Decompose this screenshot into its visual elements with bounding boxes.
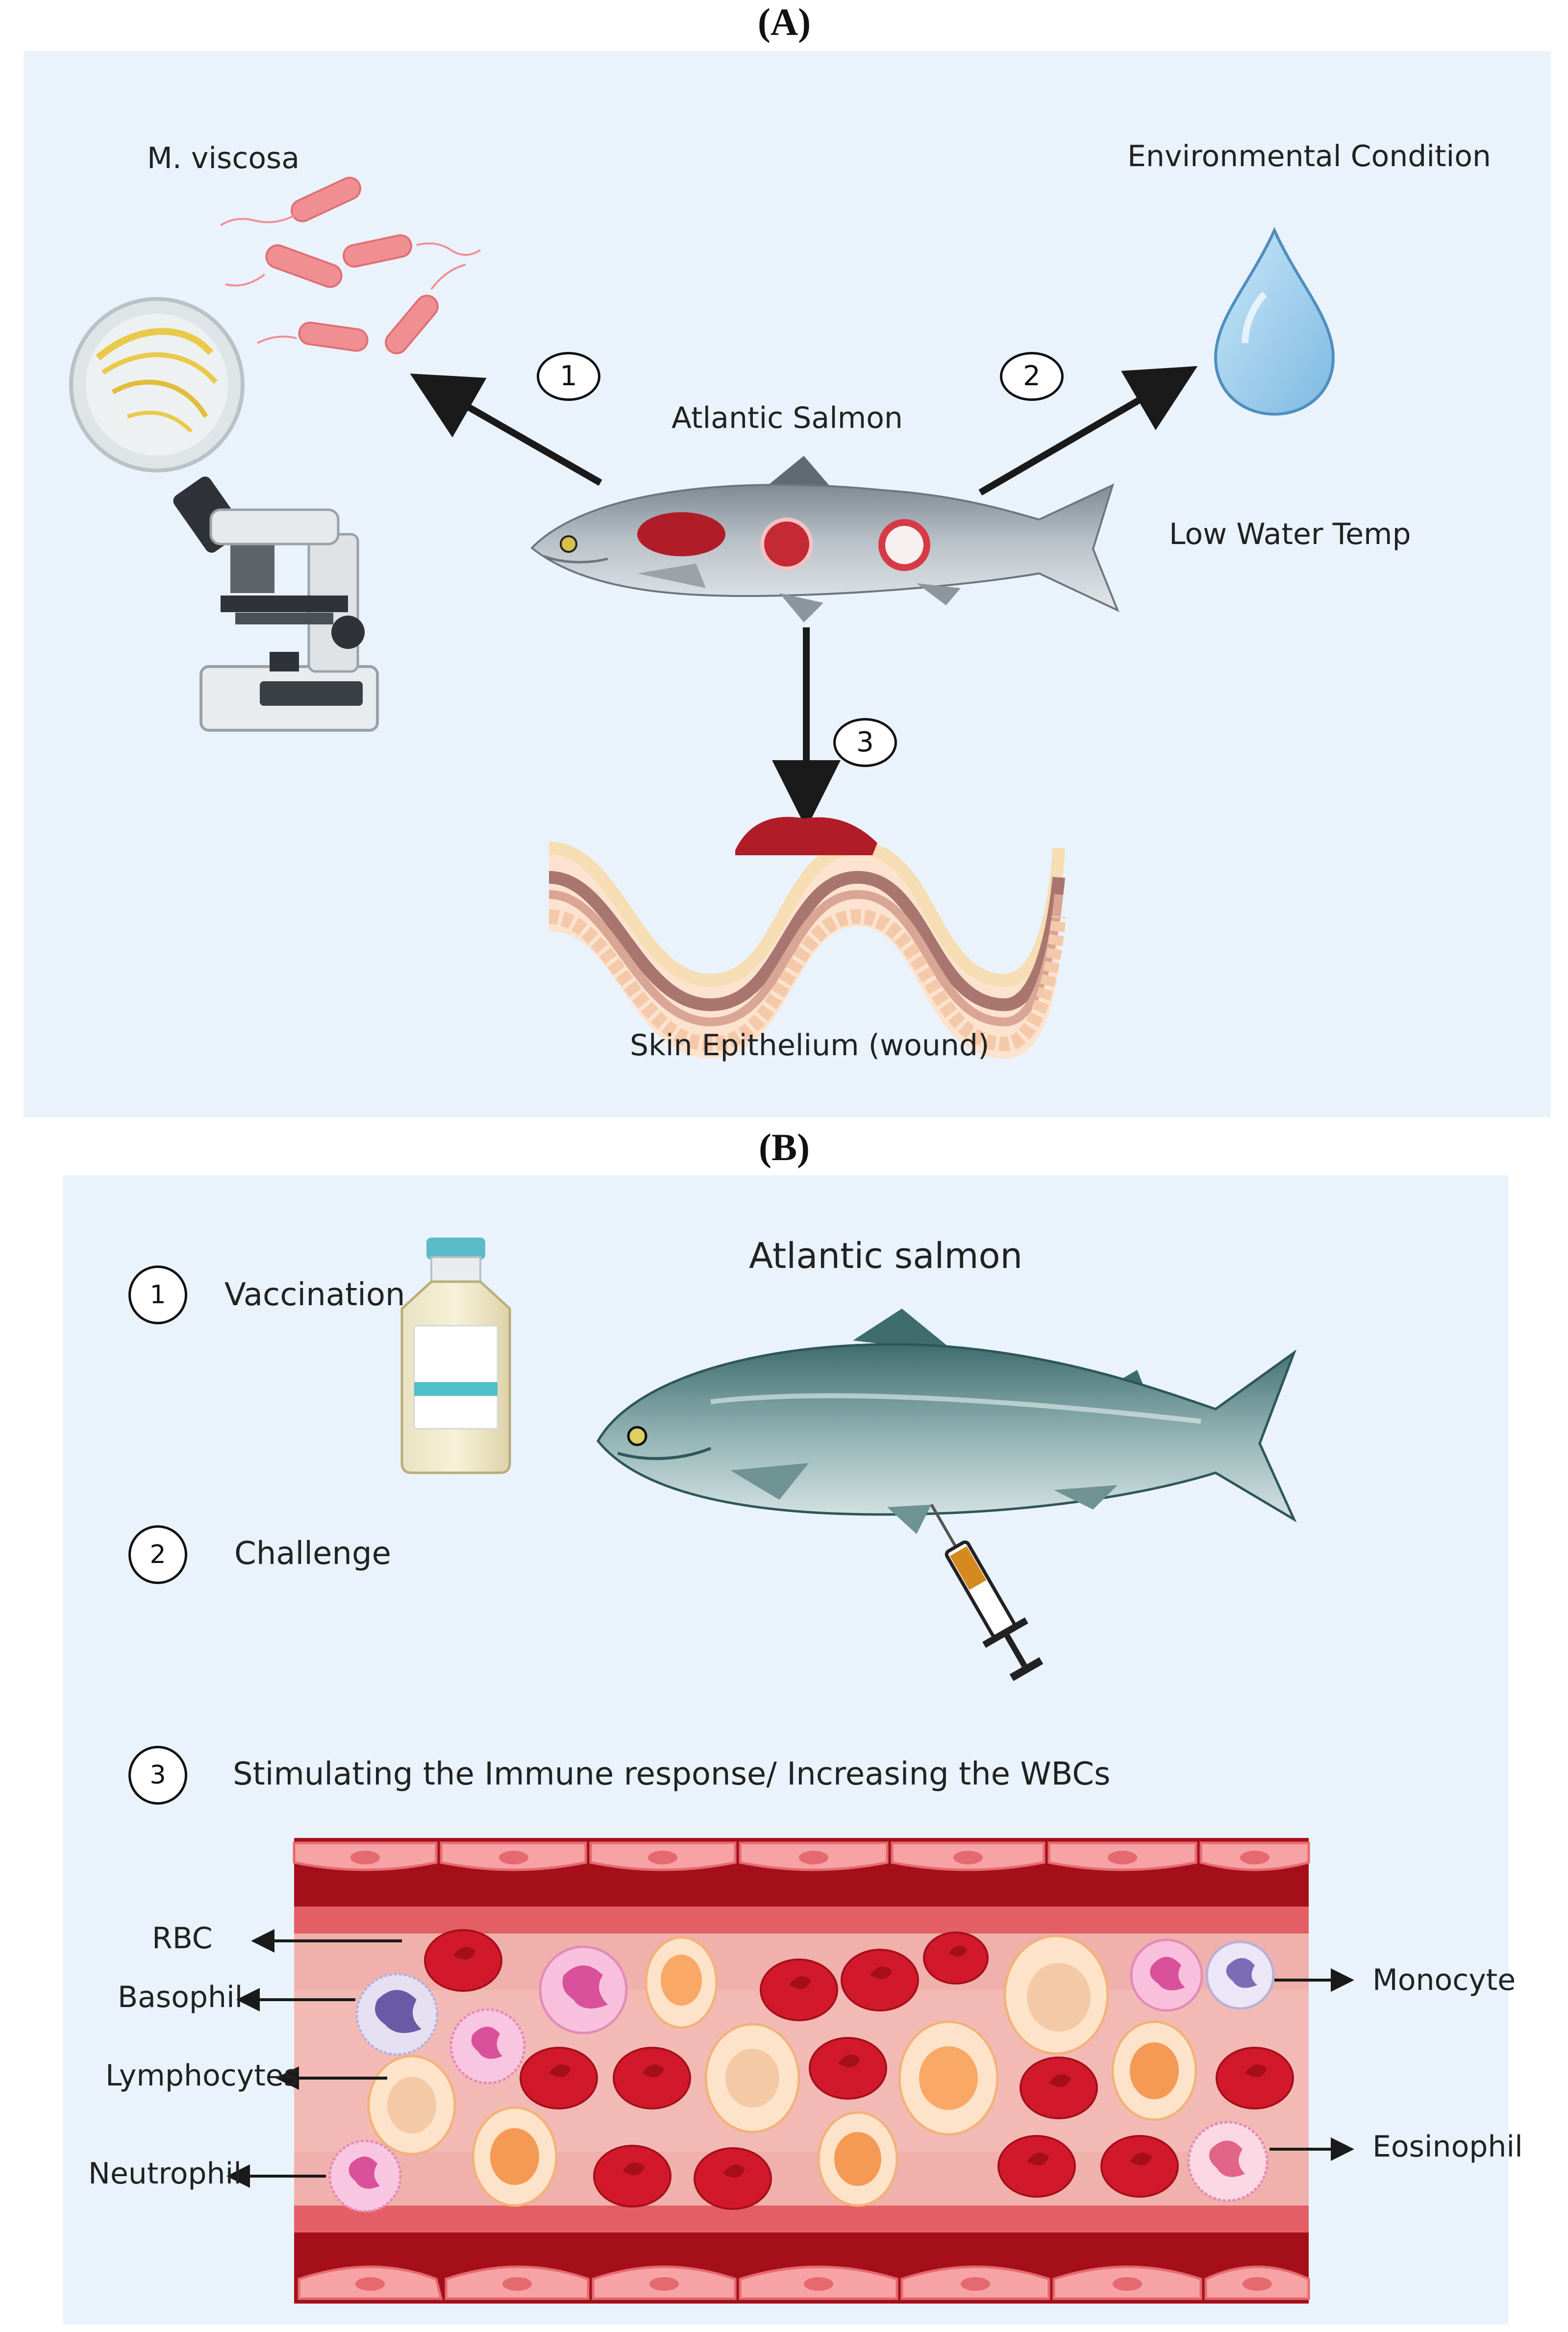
petri-dish-icon xyxy=(69,297,245,472)
lymphocytes-label: Lymphocytes xyxy=(105,2059,299,2093)
lesion-2 xyxy=(760,518,813,571)
neutrophil-label: Neutrophil xyxy=(88,2157,242,2191)
arrow-to-environment xyxy=(978,366,1198,496)
bacteria-label: M. viscosa xyxy=(147,141,300,175)
step-b-1-badge: 1 xyxy=(128,1265,187,1324)
fish-b-label: Atlantic salmon xyxy=(749,1235,1023,1276)
step-a-2-badge: 2 xyxy=(1000,352,1064,401)
temp-label: Low Water Temp xyxy=(1169,517,1411,551)
environment-label: Environmental Condition xyxy=(1127,139,1491,174)
step-b-3-text: Stimulating the Immune response/ Increas… xyxy=(233,1756,1111,1792)
water-drop-icon xyxy=(1214,226,1335,416)
vaccine-vial-icon xyxy=(400,1238,511,1474)
fish-a-label: Atlantic Salmon xyxy=(672,401,903,435)
step-b-1-text: Vaccination xyxy=(224,1277,405,1313)
syringe-icon xyxy=(930,1503,1044,1681)
step-a-3-badge: 3 xyxy=(833,718,897,767)
eosinophil-label: Eosinophil xyxy=(1372,2130,1523,2164)
monocyte-label: Monocyte xyxy=(1372,1963,1516,1997)
step-b-2-text: Challenge xyxy=(234,1536,391,1572)
white-blood-cells-peach xyxy=(367,1935,1197,2207)
step-b-2-badge: 2 xyxy=(128,1525,187,1584)
step-a-1-badge: 1 xyxy=(537,352,600,401)
skin-label: Skin Epithelium (wound) xyxy=(630,1028,990,1063)
step-b-3-badge: 3 xyxy=(128,1746,187,1805)
lesion-1 xyxy=(637,512,725,556)
panel-a-label: (A) xyxy=(757,0,811,43)
rbc-label: RBC xyxy=(152,1921,213,1956)
bacteria-icon xyxy=(265,176,439,354)
panel-b-label: (B) xyxy=(759,1126,810,1168)
microscope-icon xyxy=(173,476,379,732)
white-blood-cells-pink xyxy=(328,1938,1269,2213)
skin-epithelium-icon xyxy=(548,817,1066,1059)
basophil-label: Basophil xyxy=(118,1980,243,2014)
bacteria-flagella xyxy=(220,215,481,344)
red-blood-cells xyxy=(424,1929,1294,2210)
arrow-to-bacteria xyxy=(410,373,602,486)
lesion-3 xyxy=(878,519,930,571)
atlantic-salmon-wounded-fish xyxy=(530,456,1120,622)
white-blood-cells-purple xyxy=(355,1940,1275,2056)
atlantic-salmon-fish xyxy=(596,1309,1297,1534)
